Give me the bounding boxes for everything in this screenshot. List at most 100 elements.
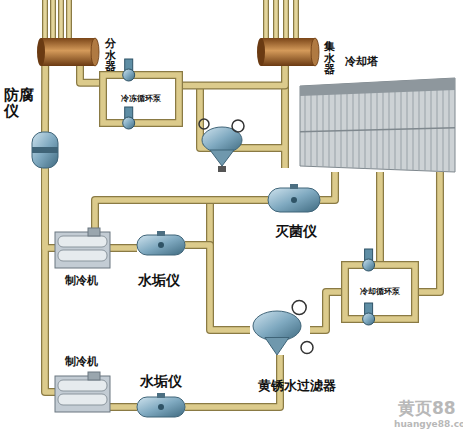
pipe-outline — [310, 292, 342, 330]
equipment-node: 黄锈水过滤器 — [250, 305, 310, 355]
equipment-node: 水垢仪 — [137, 397, 185, 417]
drum-end — [91, 38, 99, 66]
equipment-node: 集水器 — [258, 38, 318, 66]
louver-line — [347, 90, 348, 168]
equipment-node: 制冷机 — [55, 372, 110, 412]
pipe-connector — [110, 245, 137, 251]
pipe-outline — [45, 168, 55, 392]
watermark-url: huangye88.com — [394, 419, 463, 429]
pipe-loop — [345, 265, 415, 319]
device-dot — [158, 242, 164, 248]
chiller-shell — [58, 394, 107, 405]
pipe — [210, 172, 380, 262]
filter-cone — [265, 338, 289, 356]
valve-wheel — [301, 342, 313, 354]
louver-line — [317, 91, 318, 167]
chiller-shell — [58, 250, 107, 261]
equipment-label: 集水器 — [324, 41, 336, 76]
drum-body — [261, 38, 315, 66]
pump-body — [123, 69, 135, 81]
pipe-connector — [182, 66, 285, 86]
equipment-shape — [258, 38, 318, 66]
equipment-label: 制冷机 — [65, 356, 98, 368]
pipe-outline — [200, 86, 285, 169]
chiller-compressor — [88, 228, 100, 236]
equipment-shape — [32, 132, 58, 168]
device-body — [137, 397, 185, 417]
filter-body — [253, 311, 301, 341]
filter-cone — [210, 150, 234, 166]
equipment-label: 灭菌仪 — [275, 224, 317, 239]
equipment-shape — [250, 305, 310, 355]
louver-line — [377, 88, 378, 169]
chiller-frame — [55, 376, 110, 412]
pump-symbol — [363, 249, 375, 271]
pipe-outline — [95, 200, 268, 228]
equipment-node: 制冷机 — [55, 228, 110, 268]
pipe-outline — [210, 172, 380, 262]
pump-body — [363, 313, 375, 325]
valve-wheel — [232, 120, 244, 132]
tower-body — [300, 78, 455, 172]
pipe-connector — [110, 404, 137, 410]
equipment-label: 黄锈水过滤器 — [258, 379, 336, 393]
header-stub-pipes — [45, 0, 296, 40]
pipe-connector — [95, 200, 268, 228]
louver-line — [311, 91, 312, 166]
layout-pipes — [200, 86, 380, 263]
drum-end — [37, 38, 45, 66]
equipment-shape — [137, 397, 185, 417]
equipment-shape — [55, 228, 110, 268]
pipe-outline — [185, 245, 250, 330]
pipe-connector — [320, 172, 335, 200]
pipe-outline — [320, 172, 335, 200]
drum-body — [41, 38, 95, 66]
device-band — [32, 147, 58, 153]
louver-line — [335, 90, 336, 167]
equipment-label: 冷却循环泵 — [360, 288, 400, 296]
chiller-frame — [55, 232, 110, 268]
watermark: 黄页88 — [398, 397, 456, 420]
equipment-node: 灭菌仪 — [268, 188, 320, 212]
pipe-connector — [45, 168, 55, 392]
louver-line — [329, 91, 330, 168]
pipe-outline — [182, 66, 285, 86]
pipe-connector — [418, 172, 440, 292]
louver-line — [395, 87, 396, 170]
pipe-outline — [110, 244, 137, 252]
louver-line — [383, 88, 384, 169]
pipe-outline — [45, 0, 296, 40]
equipment-node: 分水器 — [38, 38, 98, 66]
equipment-shape — [38, 38, 98, 66]
chiller-shell — [58, 236, 107, 247]
pipe-connector — [42, 66, 48, 132]
pipe-outline — [45, 168, 55, 248]
device-body — [137, 235, 185, 255]
drain-valve — [218, 166, 226, 172]
pump-symbol — [123, 107, 135, 129]
device-knob — [157, 231, 165, 236]
pipe-connector — [185, 245, 250, 330]
chiller-compressor — [88, 372, 100, 380]
filter-symbol — [199, 119, 244, 172]
equipment-shape — [137, 235, 185, 255]
pipe-outline — [110, 403, 137, 411]
chiller-shell — [58, 380, 107, 391]
pipe-loop — [103, 75, 179, 123]
pipe-outline — [418, 172, 440, 292]
equipment-label: 防腐仪 — [4, 88, 36, 120]
louver-line — [389, 87, 390, 169]
louver-line — [305, 92, 306, 166]
equipment-shape — [268, 188, 320, 212]
device-dot — [291, 197, 297, 203]
valve-wheel — [292, 301, 306, 315]
pump-body — [363, 259, 375, 271]
louver-line — [353, 89, 354, 168]
louver-line — [341, 90, 342, 168]
pipe-connector — [45, 168, 55, 248]
equipment-label: 制冷机 — [65, 275, 98, 287]
pipe-connector — [310, 292, 342, 330]
device-knob — [157, 393, 165, 398]
equipment-node: 水垢仪 — [137, 235, 185, 255]
equipment-shape — [55, 372, 110, 412]
